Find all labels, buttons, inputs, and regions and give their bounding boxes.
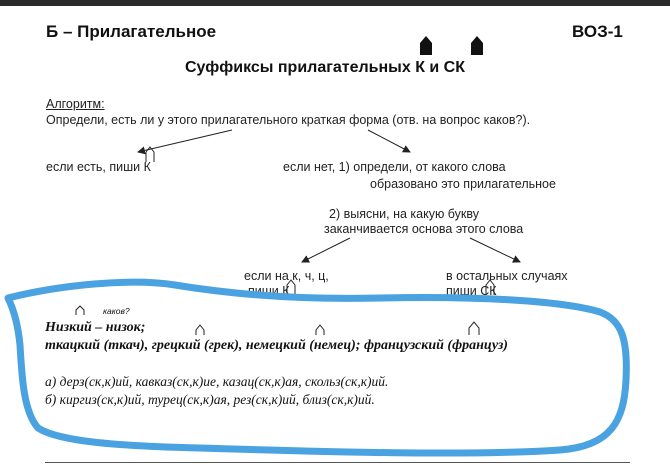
suffix-arc-icon (145, 146, 155, 162)
topic-heading: Б – Прилагательное (46, 22, 217, 41)
bottom-rule (45, 462, 630, 463)
suffix-arc-icon (315, 324, 325, 335)
branch-yes: если есть, пиши К (46, 160, 151, 174)
suffix-mark-k-icon (420, 36, 432, 55)
example-line-2: ткацкий (ткач), грецкий (грек), немецкий… (45, 338, 508, 353)
suffix-arc-icon (286, 279, 296, 295)
branch-no-line1: если нет, 1) определи, от какого слова (283, 160, 506, 174)
algorithm-question: Определи, есть ли у этого прилагательног… (46, 113, 531, 127)
branch-kch-line1: если на к, ч, ц, (244, 269, 329, 283)
top-dark-bar (0, 0, 670, 6)
page-title: Суффиксы прилагательных К и СК (185, 59, 465, 76)
arrow-to-other-icon (469, 237, 521, 263)
step2-line2: заканчивается основа этого слова (324, 222, 524, 236)
suffix-arc-icon (485, 279, 495, 295)
arrow-to-kch-icon (301, 237, 351, 263)
handwritten-note: каков? (103, 306, 130, 316)
arrow-to-yes-icon (137, 129, 233, 155)
suffix-mark-sk-icon (471, 36, 483, 55)
suffix-arc-icon (195, 324, 205, 335)
step2-line1: 2) выясни, на какую букву (329, 207, 480, 221)
algorithm-heading: Алгоритм: (46, 97, 105, 111)
example-line-1: Низкий – низок; (45, 320, 146, 335)
exercise-a: а) дерз(ск,к)ий, кавказ(ск,к)ие, казац(с… (45, 374, 389, 389)
exercise-b: б) киргиз(ск,к)ий, турец(ск,к)ая, рез(ск… (45, 392, 375, 407)
suffix-arc-icon (468, 321, 480, 335)
suffix-arc-icon (75, 305, 85, 315)
branch-other-line1: в остальных случаях (446, 269, 568, 283)
hand-drawn-highlight (4, 278, 630, 457)
grade-code: ВОЗ-1 (572, 22, 623, 41)
branch-no-line2: образовано это прилагательное (370, 177, 556, 191)
arrow-to-no-icon (367, 129, 411, 153)
